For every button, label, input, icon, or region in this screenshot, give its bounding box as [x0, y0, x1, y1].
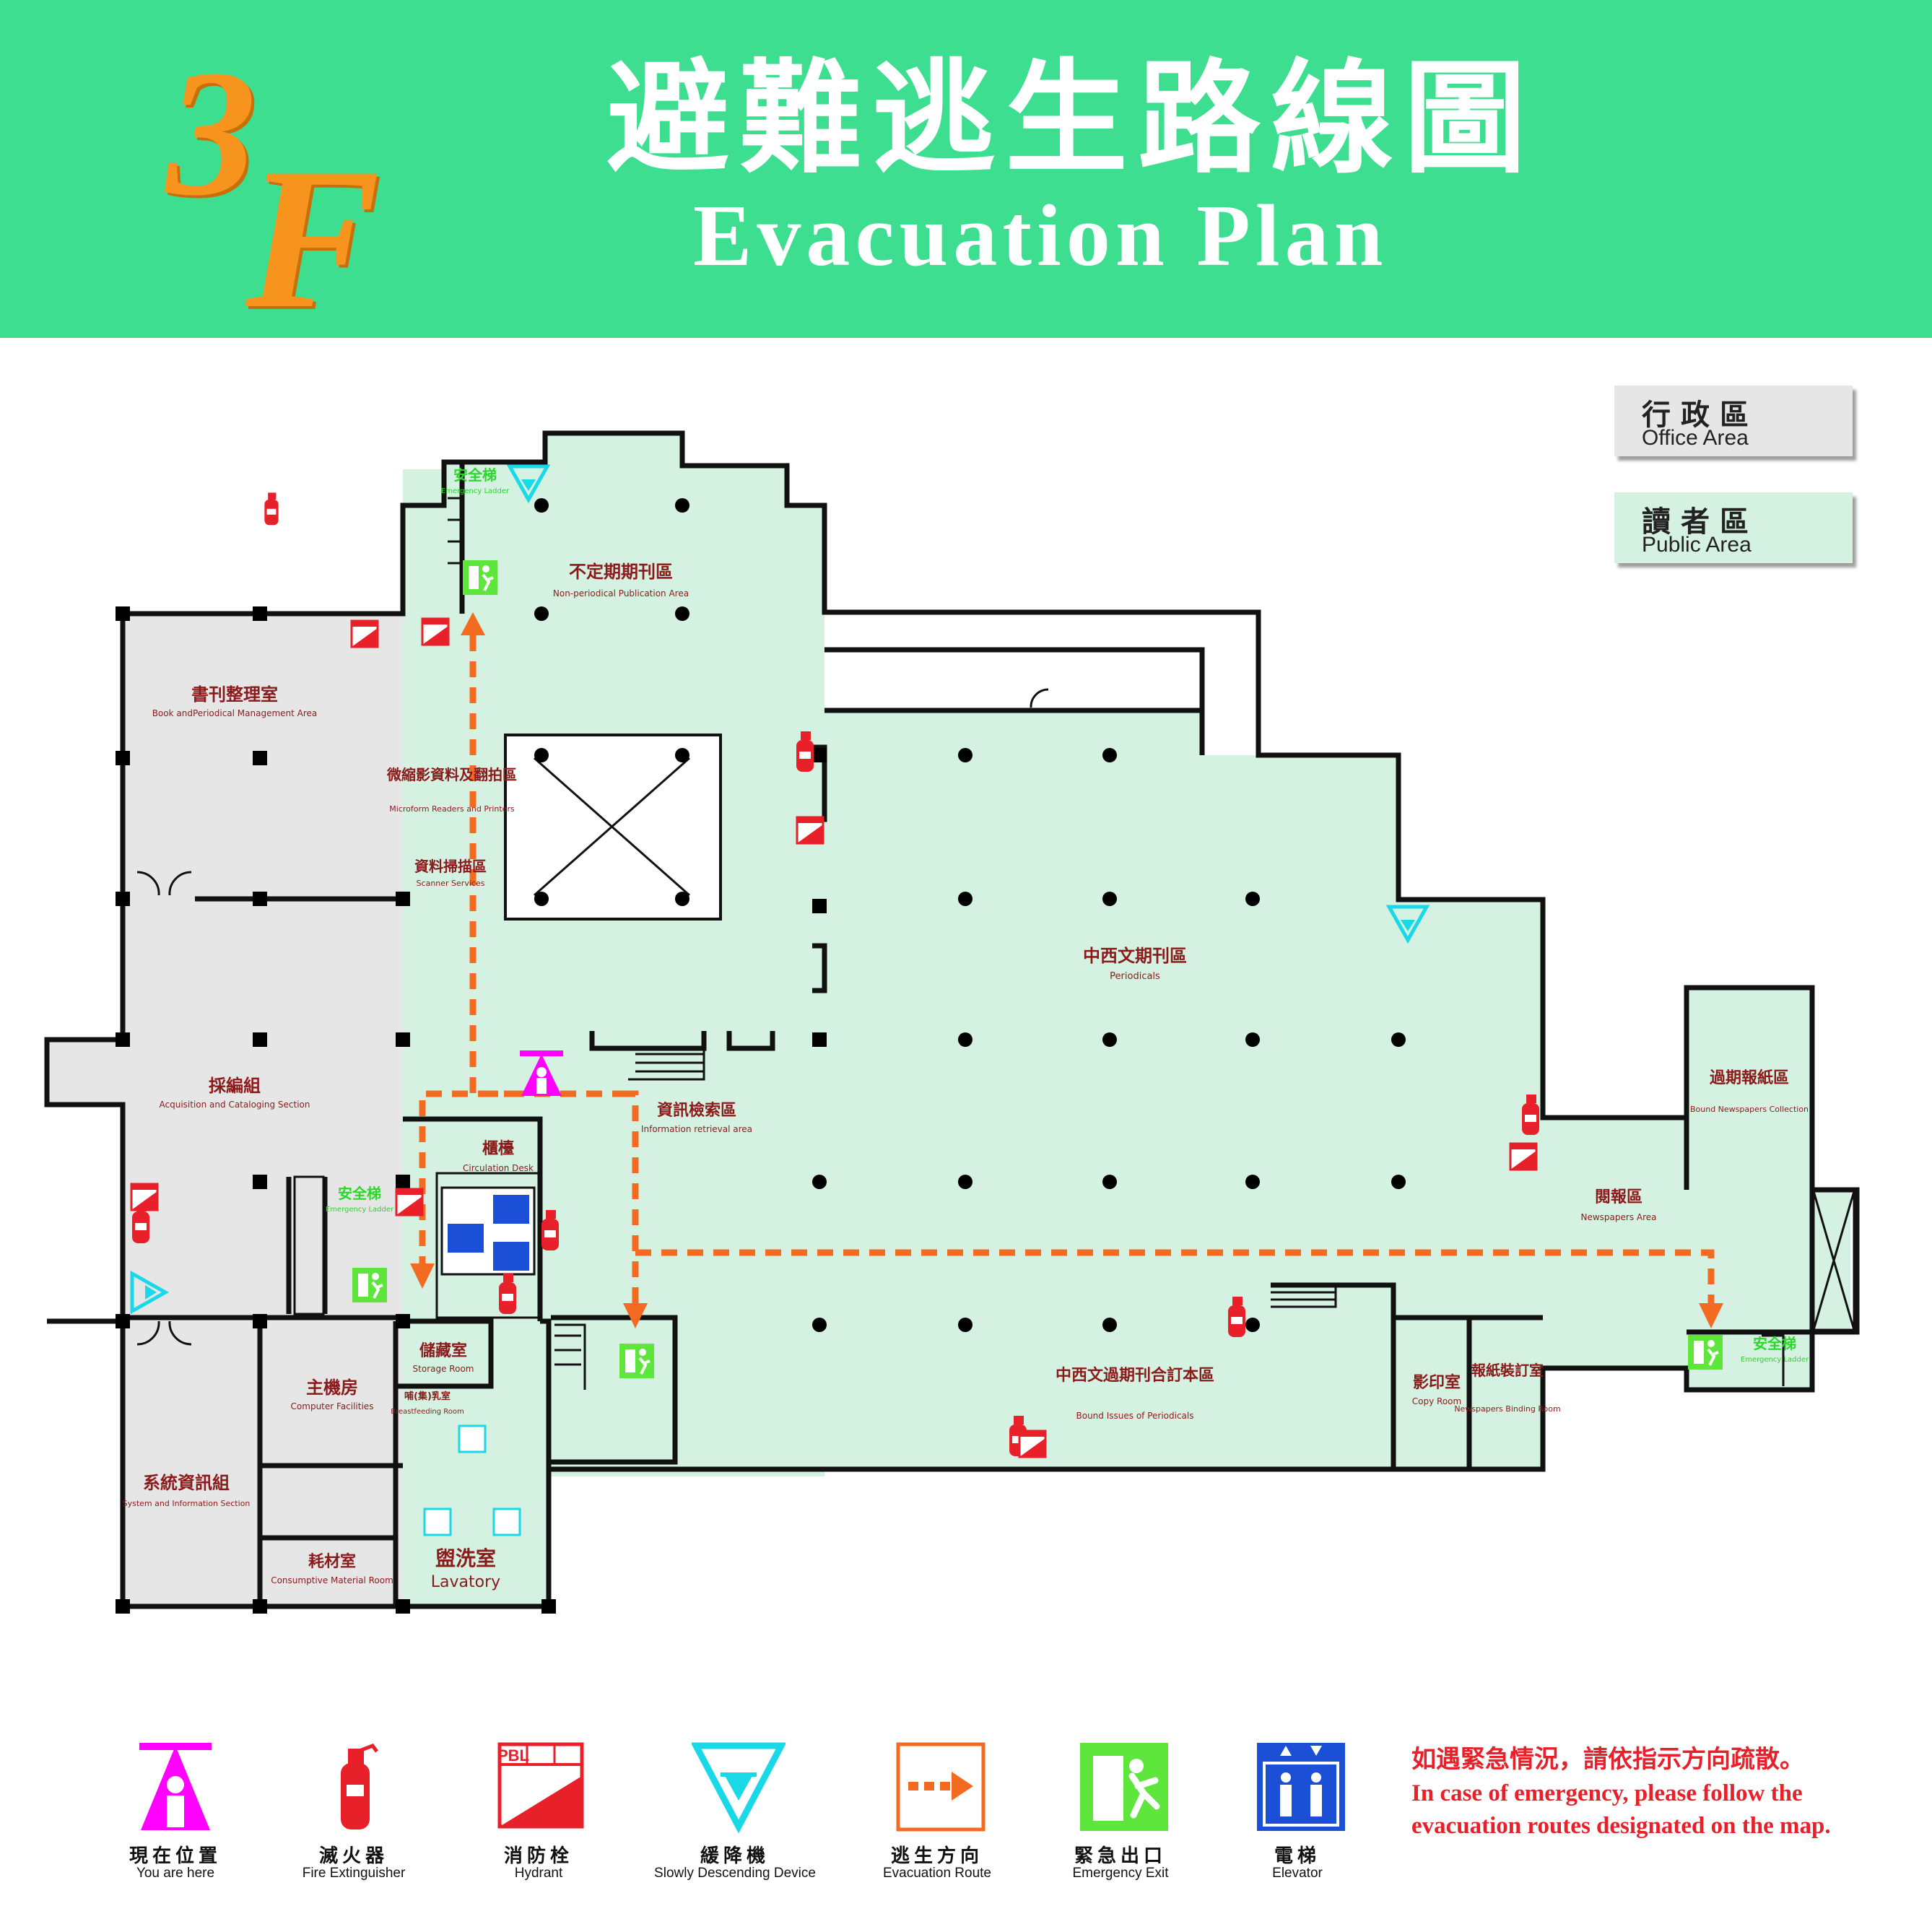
label-oldnewspapers-en: Bound Newspapers Collection [1690, 1105, 1809, 1114]
ladder-labels: 安全梯 Emergency Ladder 安全梯 Emergency Ladde… [326, 466, 1809, 1364]
label-newspapers-cn: 閱報區 [1595, 1188, 1642, 1206]
label-nonperiodical-en: Non-periodical Publication Area [553, 588, 689, 599]
area-key-office-cn: 行政區 [1642, 399, 1759, 432]
you-are-here-icon [139, 1743, 212, 1830]
elevator-block [440, 1186, 536, 1276]
label-computer-en: Computer Facilities [291, 1401, 374, 1411]
label-system-en: System and Information Section [123, 1499, 251, 1508]
ladder-1-cn: 安全梯 [453, 466, 497, 484]
public-areas [399, 433, 1850, 1606]
label-periodicals-cn: 中西文期刊區 [1083, 946, 1187, 966]
ladder-3-cn: 安全梯 [1753, 1335, 1796, 1352]
label-binding-cn: 報紙裝訂室 [1471, 1362, 1544, 1379]
ladder-1-en: Emergency Ladder [441, 487, 510, 495]
ladder-2-cn: 安全梯 [338, 1185, 381, 1202]
label-bound-cn: 中西文過期刊合訂本區 [1056, 1366, 1214, 1385]
legend-hydrant-cn: 消防栓 [503, 1845, 573, 1867]
descending-device-icon [692, 1742, 786, 1834]
route-arrowheads [410, 612, 1723, 1328]
label-scanner-cn: 資料掃描區 [414, 858, 487, 875]
walls [44, 430, 1860, 1609]
legend-elevator-en: Elevator [1272, 1866, 1323, 1881]
floor-number: 3 [166, 33, 256, 233]
interior-details [136, 497, 1855, 1390]
legend-hydrant-en: Hydrant [514, 1866, 563, 1881]
label-oldnewspapers-cn: 過期報紙區 [1710, 1069, 1789, 1087]
label-breastfeeding-cn: 哺(集)乳室 [404, 1391, 451, 1402]
label-newspapers-en: Newspapers Area [1580, 1212, 1656, 1222]
label-system-cn: 系統資訊組 [143, 1473, 230, 1493]
notice-line-en-2: evacuation routes designated on the map. [1411, 1813, 1831, 1839]
hydrant-letters: PBL [497, 1746, 529, 1765]
label-microform-en: Microform Readers and Printers [389, 804, 515, 814]
evacuation-route-icon [896, 1742, 985, 1832]
page-title-english: Evacuation Plan [693, 187, 1388, 284]
label-copy-cn: 影印室 [1413, 1373, 1461, 1392]
area-key-office: 行政區 Office Area [1614, 386, 1853, 456]
legend-descending-device-en: Slowly Descending Device [654, 1866, 816, 1881]
label-scanner-en: Scanner Services [417, 879, 485, 888]
label-copy-en: Copy Room [1412, 1396, 1461, 1406]
floor-plan: 不定期期刊區 Non-periodical Publication Area 書… [44, 430, 1860, 1614]
ladder-2-en: Emergency Ladder [326, 1206, 394, 1214]
office-areas [47, 614, 403, 1606]
legend-emergency-exit-cn: 緊急出口 [1074, 1845, 1167, 1867]
legend-evacuation-route-en: Evacuation Route [883, 1866, 991, 1881]
legend-descending-device-cn: 緩降機 [700, 1845, 770, 1867]
label-circulation-en: Circulation Desk [463, 1163, 534, 1173]
room-labels: 不定期期刊區 Non-periodical Publication Area 書… [123, 562, 1809, 1591]
label-periodicals-en: Periodicals [1110, 971, 1160, 982]
label-lavatory-cn: 盥洗室 [435, 1546, 496, 1570]
label-inforetrieval-en: Information retrieval area [641, 1124, 752, 1134]
ladder-3-en: Emergency Ladder [1741, 1356, 1809, 1364]
label-lavatory-en: Lavatory [431, 1573, 500, 1591]
label-storage-en: Storage Room [413, 1364, 474, 1374]
notice-line-cn: 如遇緊急情況，請依指示方向疏散。 [1411, 1745, 1804, 1774]
label-bookmgmt-en: Book andPeriodical Management Area [152, 708, 318, 718]
area-key-public: 讀者區 Public Area [1614, 492, 1853, 563]
area-key-office-en: Office Area [1642, 426, 1749, 450]
floor-letter: F [245, 126, 380, 350]
emergency-notice: 如遇緊急情況，請依指示方向疏散。 In case of emergency, p… [1411, 1741, 1831, 1842]
label-inforetrieval-cn: 資訊檢索區 [657, 1101, 736, 1120]
emergency-exit-icon [1080, 1743, 1168, 1831]
label-acquisition-en: Acquisition and Cataloging Section [160, 1100, 310, 1110]
notice-line-en-1: In case of emergency, please follow the [1411, 1780, 1803, 1806]
label-acquisition-cn: 採編組 [209, 1076, 261, 1096]
label-binding-en: Newspapers Binding Room [1454, 1404, 1560, 1414]
lavatory-signs [423, 1424, 521, 1536]
label-breastfeeding-en: Breastfeeding Room [391, 1408, 464, 1416]
label-storage-cn: 儲藏室 [419, 1341, 467, 1360]
header-banner: 3 F 避難逃生路線圖 Evacuation Plan [0, 0, 1932, 350]
label-computer-cn: 主機房 [306, 1378, 358, 1398]
legend-elevator-cn: 電梯 [1274, 1845, 1320, 1867]
label-bookmgmt-cn: 書刊整理室 [191, 684, 278, 705]
fire-extinguisher-icon [341, 1743, 378, 1829]
label-nonperiodical-cn: 不定期期刊區 [569, 562, 673, 582]
label-bound-en: Bound Issues of Periodicals [1076, 1411, 1194, 1421]
you-are-here-marker [520, 1050, 563, 1096]
legend-fire-extinguisher-en: Fire Extinguisher [302, 1866, 406, 1881]
label-consumptive-en: Consumptive Material Room [271, 1575, 393, 1585]
area-key-public-en: Public Area [1642, 533, 1752, 557]
legend-emergency-exit-en: Emergency Exit [1072, 1866, 1169, 1881]
legend-you-are-here-cn: 現在位置 [129, 1845, 222, 1867]
label-microform-cn: 微縮影資料及翻拍區 [386, 766, 517, 783]
elevator-icon [1257, 1743, 1345, 1831]
legend-you-are-here-en: You are here [136, 1866, 215, 1881]
legend-fire-extinguisher-cn: 滅火器 [318, 1845, 388, 1867]
page-title-chinese: 避難逃生路線圖 [606, 48, 1537, 191]
area-key-public-cn: 讀者區 [1642, 505, 1759, 539]
label-circulation-cn: 櫃檯 [482, 1140, 514, 1158]
legend-evacuation-route-cn: 逃生方向 [890, 1845, 983, 1867]
hydrant-icon: PBL [497, 1742, 584, 1829]
label-consumptive-cn: 耗材室 [308, 1552, 356, 1571]
